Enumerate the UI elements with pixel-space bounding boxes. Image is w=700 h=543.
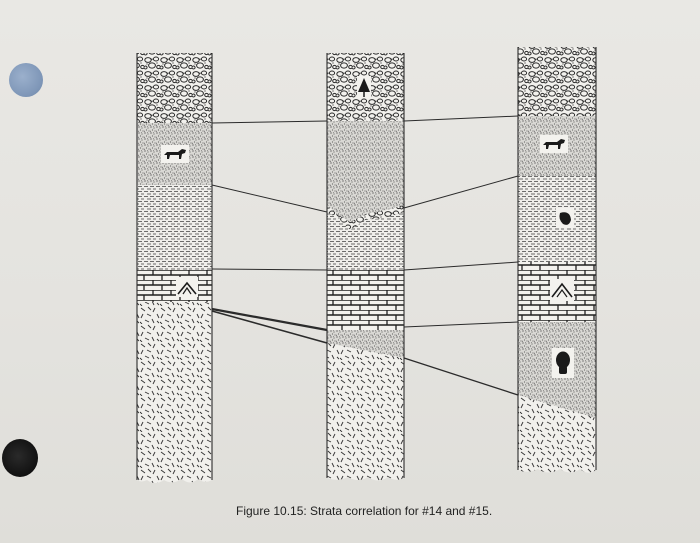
right-layer-igneous (518, 395, 596, 473)
column-right (517, 47, 597, 473)
correlation-line (403, 321, 519, 328)
middle-layer-sandstone-lower (327, 330, 404, 358)
skull-fossil-icon (552, 348, 574, 378)
bird-track-icon (176, 277, 198, 297)
punch-hole-top (9, 63, 43, 97)
correlation-line (211, 310, 328, 344)
correlation-line (211, 307, 328, 332)
correlation-line (403, 175, 519, 209)
quadruped-fossil-icon (540, 135, 568, 153)
bird-track-icon (550, 279, 574, 301)
middle-layer-pebble-lens (327, 205, 404, 230)
correlation-line (211, 120, 328, 124)
middle-layer-limestone (327, 270, 404, 330)
left-layer-limestone (137, 270, 212, 302)
left-layer-shale (137, 185, 212, 270)
column-left (136, 53, 213, 483)
tree-leaf-fossil-icon (357, 76, 371, 98)
quadruped-fossil-icon (161, 145, 189, 163)
right-layer-conglomerate (518, 47, 596, 116)
correlation-lines (211, 115, 519, 396)
correlation-line (211, 268, 328, 271)
seed-fossil-icon (556, 208, 574, 228)
punch-hole-bottom (2, 439, 38, 477)
middle-layer-sandstone-upper (327, 121, 404, 230)
middle-layer-shale (327, 212, 404, 270)
correlation-line (403, 357, 519, 396)
correlation-line (211, 184, 328, 213)
correlation-line (403, 115, 519, 122)
column-middle (326, 53, 405, 481)
correlation-line (403, 261, 519, 271)
left-layer-igneous (137, 302, 212, 483)
left-layer-conglomerate (137, 53, 212, 123)
figure-caption: Figure 10.15: Strata correlation for #14… (236, 504, 493, 518)
middle-layer-igneous (327, 343, 404, 481)
